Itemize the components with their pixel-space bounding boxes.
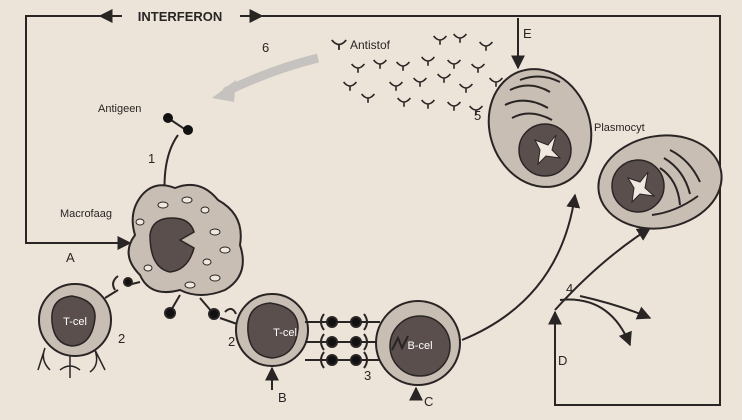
- antigeen-label: Antigeen: [98, 103, 141, 115]
- plasmocyte-cell: [591, 126, 729, 238]
- antistof-label: Antistof: [350, 38, 391, 52]
- interferon-label: INTERFERON: [138, 9, 223, 24]
- b-cel-label: B-cel: [407, 340, 432, 352]
- bcell-to-plasma-arrow: [462, 195, 575, 340]
- plasma-cell-active: [472, 55, 607, 202]
- macrophage-cell: [129, 185, 243, 295]
- pathway-E-label: E: [523, 26, 532, 41]
- plasmocyt-label: Plasmocyt: [594, 122, 645, 134]
- step-4-label: 4: [566, 281, 573, 296]
- macrofaag-label: Macrofaag: [60, 208, 112, 220]
- pathway-C-label: C: [424, 394, 433, 409]
- t-cell-left: [38, 284, 118, 378]
- t-cel-left-label: T-cel: [63, 316, 87, 328]
- cell-bridges: [305, 314, 380, 368]
- step-5-label: 5: [474, 108, 481, 123]
- recycle-arrowhead: [212, 80, 236, 102]
- t-cel-middle-label: T-cel: [273, 327, 297, 339]
- step-2-left-label: 2: [118, 331, 125, 346]
- step-6-label: 6: [262, 40, 269, 55]
- step-2-middle-label: 2: [228, 334, 235, 349]
- step-3-label: 3: [364, 368, 371, 383]
- step-1-label: 1: [148, 151, 155, 166]
- pathway-A-label: A: [66, 250, 75, 265]
- pathway-D-label: D: [558, 353, 567, 368]
- recycle-arrow: [225, 58, 318, 92]
- pathway-B-label: B: [278, 390, 287, 405]
